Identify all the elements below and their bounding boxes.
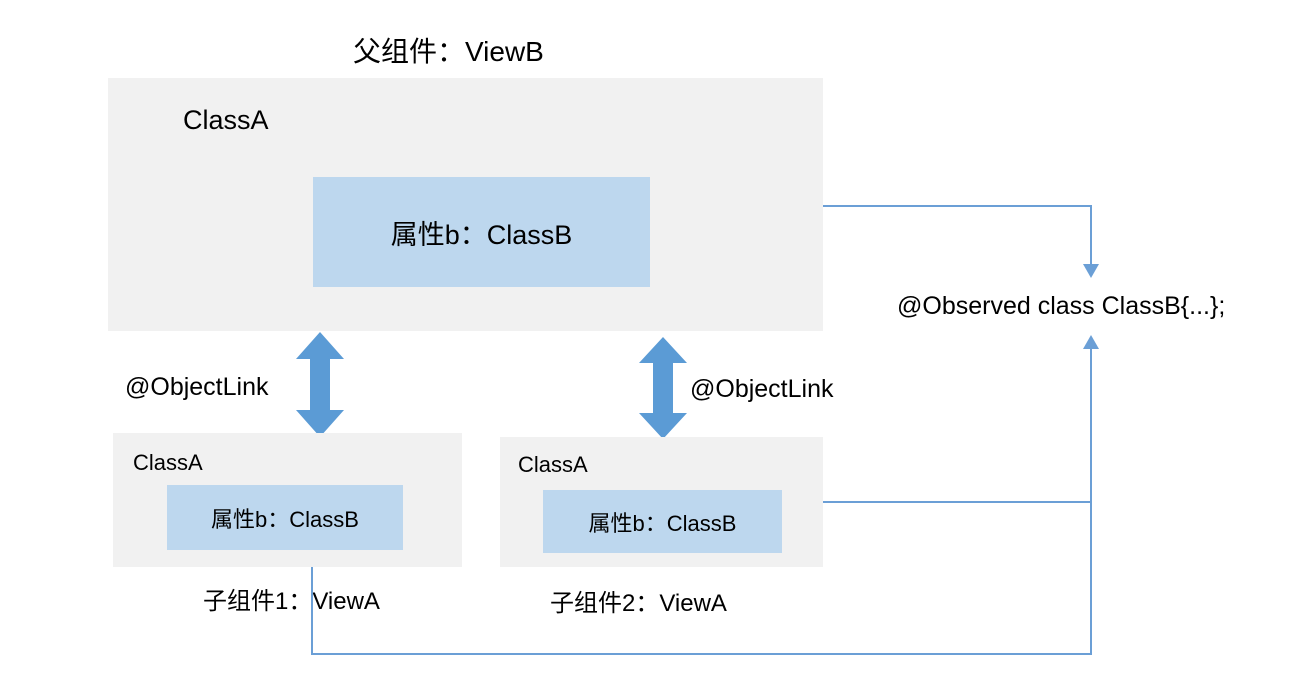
child1-property-label: 属性b：ClassB <box>211 506 359 532</box>
child2-component-box: ClassA 属性b：ClassB <box>500 437 823 567</box>
double-arrow-right-icon <box>639 337 687 439</box>
down-arrowhead-icon <box>1083 264 1099 278</box>
parent-title: 父组件：ViewB <box>353 36 544 67</box>
child1-component-box: ClassA 属性b：ClassB <box>113 433 462 567</box>
up-arrowhead-icon <box>1083 335 1099 349</box>
double-arrow-left-icon <box>296 332 344 437</box>
child2-property-box: 属性b：ClassB <box>543 490 782 553</box>
parent-component-box: ClassA 属性b：ClassB <box>108 78 823 331</box>
child1-caption: 子组件1：ViewA <box>203 588 380 615</box>
parent-property-box: 属性b：ClassB <box>313 177 650 287</box>
child1-class-label: ClassA <box>133 450 203 475</box>
child2-caption: 子组件2：ViewA <box>550 590 727 617</box>
observed-note: @Observed class ClassB{...}; <box>897 292 1226 320</box>
child2-class-label: ClassA <box>518 452 588 477</box>
parent-property-label: 属性b：ClassB <box>390 219 573 250</box>
child2-property-label: 属性b：ClassB <box>588 510 737 536</box>
parent-to-observed-connector <box>823 205 1092 265</box>
child1-property-box: 属性b：ClassB <box>167 485 403 550</box>
parent-class-label: ClassA <box>183 105 269 135</box>
objectlink-label-left: @ObjectLink <box>125 373 269 401</box>
objectlink-label-right: @ObjectLink <box>690 375 834 403</box>
